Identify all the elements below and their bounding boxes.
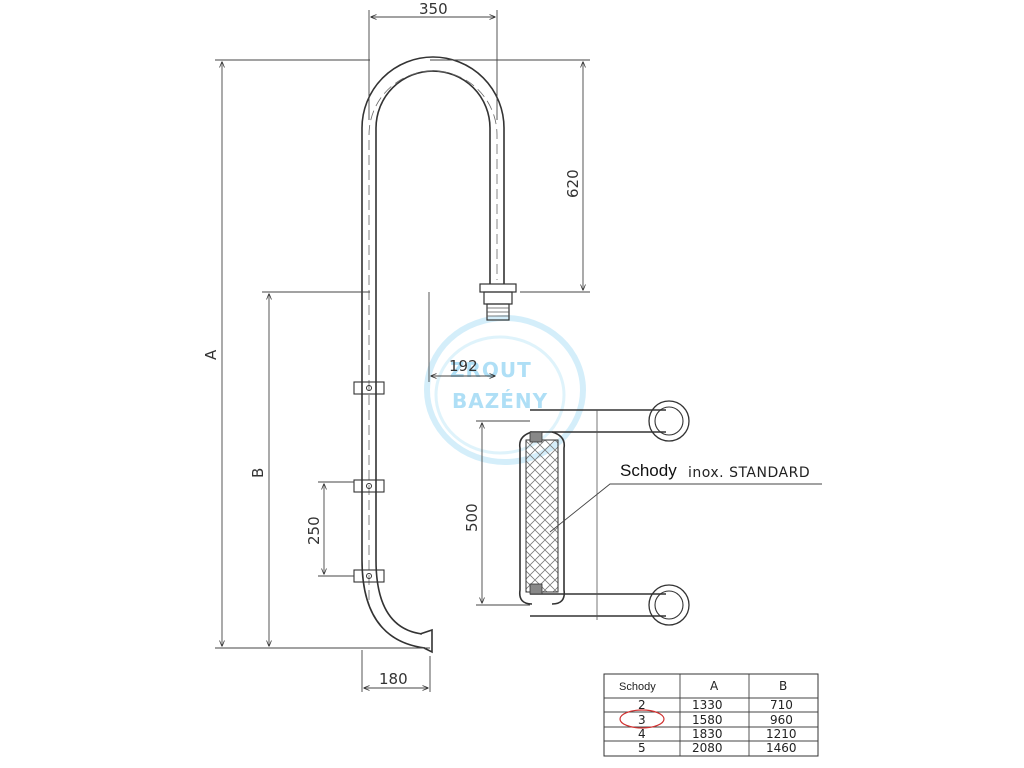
dim-top-width: 350 <box>419 0 448 18</box>
table-cell: 1210 <box>766 727 797 741</box>
watermark-logo: ZROUT BAZÉNY <box>424 315 586 465</box>
dim-overall-height: A <box>202 349 220 360</box>
table-cell: 960 <box>770 713 793 727</box>
dim-foot-width: 180 <box>379 670 408 688</box>
table-cell: 1460 <box>766 741 797 755</box>
dim-step-height: 500 <box>463 503 481 532</box>
table-cell: 1330 <box>692 698 723 712</box>
dim-lower-height: B <box>249 468 267 478</box>
callout-label: Schody <box>620 461 677 480</box>
step-callout: Schody inox. STANDARD <box>549 461 822 533</box>
highlight-circle <box>619 709 665 729</box>
callout-subtitle: inox. STANDARD <box>688 465 810 481</box>
table-cell: 1830 <box>692 727 723 741</box>
table-cell: 2080 <box>692 741 723 755</box>
ladder-rail <box>361 56 505 654</box>
table-cell: 3 <box>638 713 646 727</box>
table-cell: 2 <box>638 698 646 712</box>
table-cell: 4 <box>638 727 646 741</box>
step-brackets <box>353 381 385 583</box>
table-header-schody: Schody <box>619 681 656 693</box>
watermark-line2: BAZÉNY <box>452 389 548 413</box>
table-cell: 1580 <box>692 713 723 727</box>
table-cell: 5 <box>638 741 646 755</box>
dimension-lines <box>215 10 590 692</box>
table-header-a: A <box>710 679 719 693</box>
step-side-view <box>518 400 690 626</box>
dim-step-pitch: 250 <box>305 516 323 545</box>
size-table: Schody A B 2 1330 710 3 1580 960 4 1830 … <box>603 673 819 757</box>
table-cell: 710 <box>770 698 793 712</box>
dim-upper-height: 620 <box>564 169 582 198</box>
dim-offset: 192 <box>449 357 478 375</box>
anchor-flange <box>479 283 517 321</box>
table-header-b: B <box>779 679 787 693</box>
